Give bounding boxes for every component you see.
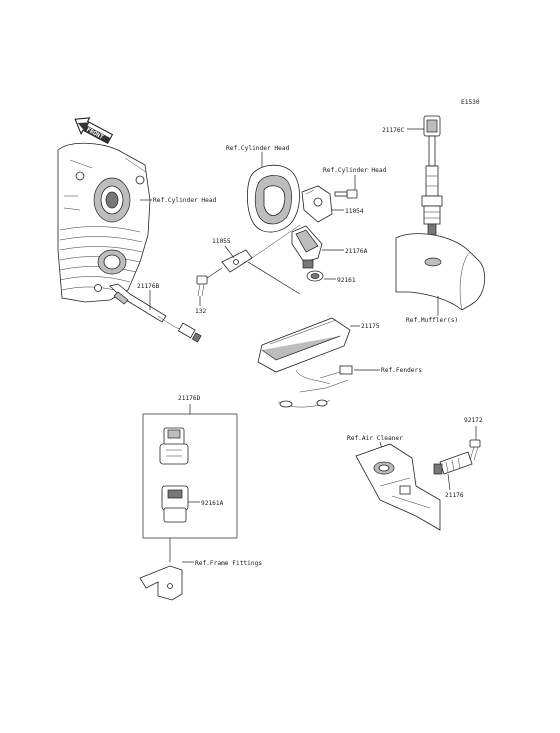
leader-11055 bbox=[224, 245, 235, 259]
label-92172: 92172 bbox=[464, 417, 483, 424]
bolt-part bbox=[334, 189, 358, 199]
grommet-92161 bbox=[306, 270, 324, 282]
ref-cylinder-head-left-label: Ref.Cylinder Head bbox=[153, 197, 217, 204]
bolt-92172 bbox=[469, 439, 481, 461]
label-132: 132 bbox=[195, 308, 206, 315]
frame-fitting-bracket bbox=[139, 565, 183, 601]
label-92161: 92161 bbox=[337, 277, 356, 284]
cylinder-head-cover bbox=[246, 164, 300, 233]
ref-mufflers-label: Ref.Muffler(s) bbox=[406, 317, 458, 324]
label-21176: 21176 bbox=[445, 492, 464, 499]
ref-air-cleaner-label: Ref.Air Cleaner bbox=[347, 435, 403, 442]
label-11055: 11055 bbox=[212, 238, 231, 245]
front-arrow-icon: FRONT bbox=[74, 117, 114, 145]
sensor-21176 bbox=[433, 451, 473, 475]
ref-cylinder-head-right-label: Ref.Cylinder Head bbox=[323, 167, 387, 174]
cylinder-head-illustration bbox=[57, 142, 151, 303]
label-21176a: 21176A bbox=[345, 248, 368, 255]
label-21176d: 21176D bbox=[178, 395, 201, 402]
muffler-illustration bbox=[395, 233, 486, 311]
sensor-21176b bbox=[109, 283, 202, 343]
ecu-21175 bbox=[257, 317, 351, 373]
ref-frame-fittings-label: Ref.Frame Fittings bbox=[195, 560, 262, 567]
bracket-11054 bbox=[301, 185, 333, 223]
leader-stay bbox=[247, 261, 301, 295]
sensor-21176a bbox=[291, 225, 323, 269]
group-box-21176d bbox=[142, 413, 238, 539]
wiring-harness bbox=[277, 365, 353, 408]
grommet-92161a bbox=[161, 485, 189, 523]
leader-21176 bbox=[447, 473, 451, 491]
ref-fenders-label: Ref.Fenders bbox=[381, 367, 422, 374]
label-21175: 21175 bbox=[361, 323, 380, 330]
diagram-id: E1530 bbox=[461, 99, 480, 106]
bolt-132 bbox=[196, 267, 223, 297]
label-21176c: 21176C bbox=[382, 127, 405, 134]
label-11054: 11054 bbox=[345, 208, 364, 215]
label-21176b: 21176B bbox=[137, 283, 160, 290]
label-92161a: 92161A bbox=[201, 500, 224, 507]
sensor-21176d bbox=[159, 427, 189, 465]
stay-11055 bbox=[221, 224, 301, 273]
ref-cylinder-head-top-label: Ref.Cylinder Head bbox=[226, 145, 290, 152]
air-cleaner-bracket bbox=[355, 443, 441, 531]
sensor-21176c bbox=[421, 115, 443, 239]
